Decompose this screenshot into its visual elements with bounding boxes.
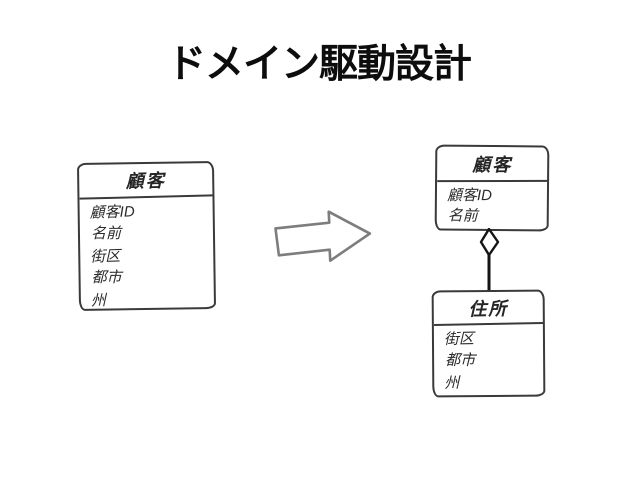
attribute-state: 州 — [444, 374, 460, 392]
aggregation-connector — [479, 228, 500, 292]
attribute-city: 都市 — [91, 269, 122, 287]
attribute-customer-id: 顧客ID — [446, 187, 492, 205]
class-box-address: 住所 街区 都市 州 — [431, 289, 546, 398]
class-title-customer-before: 顧客 — [78, 162, 213, 200]
class-box-customer-after: 顧客 顧客ID 名前 — [434, 144, 550, 232]
attribute-state: 州 — [90, 292, 107, 310]
attribute-list-customer-before: 顧客ID 名前 街区 都市 州 — [79, 197, 214, 312]
class-box-customer-before: 顧客 顧客ID 名前 街区 都市 州 — [76, 161, 217, 312]
attribute-city: 都市 — [445, 351, 476, 369]
attribute-list-customer-after: 顧客ID 名前 — [437, 182, 547, 228]
attribute-name: 名前 — [447, 207, 478, 225]
attribute-street: 街区 — [90, 247, 121, 266]
page-title: ドメイン駆動設計 — [166, 43, 472, 86]
class-title-customer-after: 顧客 — [437, 146, 548, 183]
attribute-customer-id: 顧客ID — [89, 203, 135, 222]
transform-arrow-icon — [274, 210, 372, 262]
aggregation-diamond-icon — [479, 228, 500, 257]
attribute-street: 街区 — [443, 330, 475, 348]
attribute-name: 名前 — [90, 225, 122, 243]
attribute-list-address: 街区 都市 州 — [434, 325, 543, 395]
class-title-address: 住所 — [433, 291, 544, 326]
